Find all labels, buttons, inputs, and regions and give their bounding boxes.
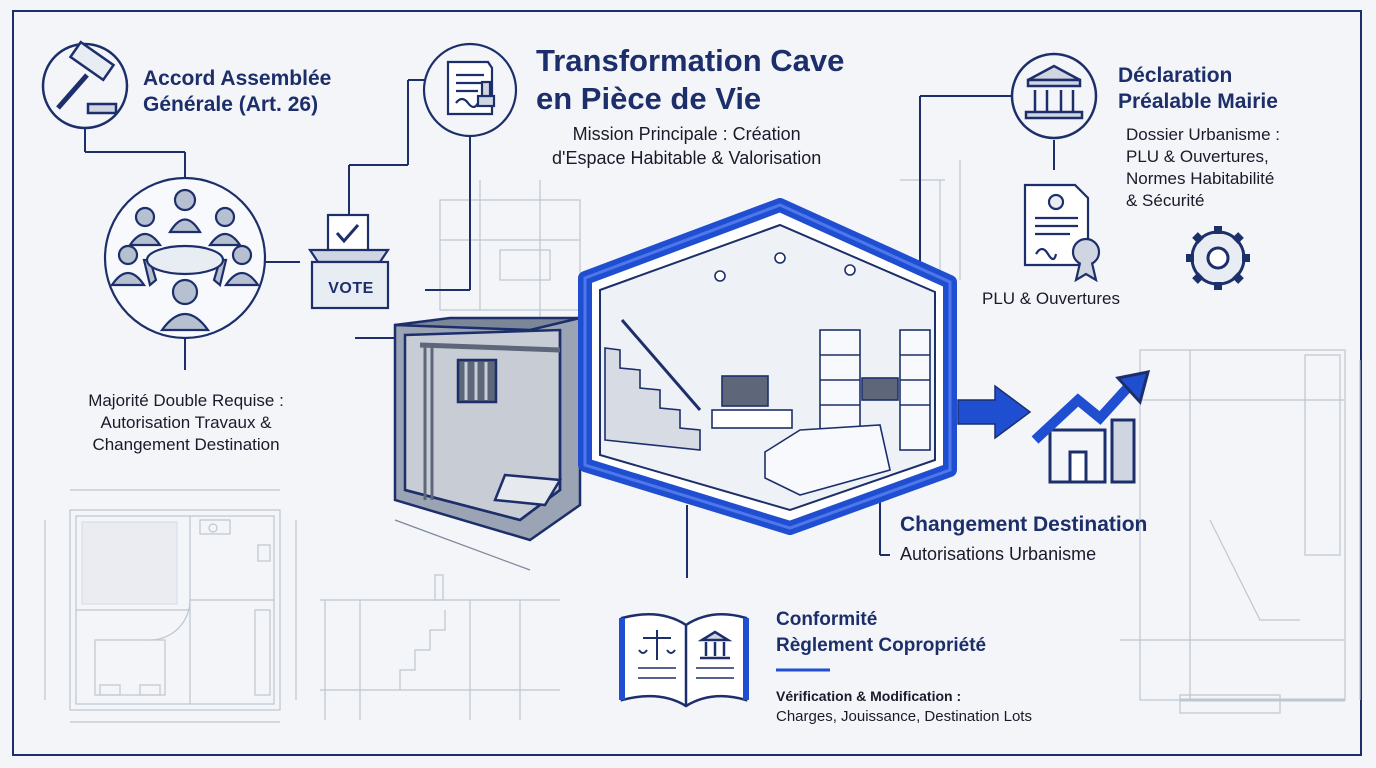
assembly-detail-line3: Changement Destination bbox=[92, 435, 280, 454]
page-title-line1: Transformation Cave bbox=[536, 43, 845, 78]
mairie-detail: Dossier Urbanisme : PLU & Ouvertures, No… bbox=[1126, 124, 1280, 212]
mairie-heading-line2: Préalable Mairie bbox=[1118, 90, 1278, 113]
mairie-detail-line4: & Sécurité bbox=[1126, 191, 1205, 210]
mairie-detail-line2: PLU & Ouvertures, bbox=[1126, 147, 1269, 166]
certificate-icon bbox=[1023, 183, 1101, 283]
assembly-heading-line1: Accord Assemblée bbox=[143, 67, 332, 90]
copro-heading-line2: Règlement Copropriété bbox=[776, 635, 987, 656]
mairie-detail-line3: Normes Habitabilité bbox=[1126, 169, 1275, 188]
copro-heading: Conformité Règlement Copropriété bbox=[776, 607, 986, 659]
page-title: Transformation Cave en Pièce de Vie bbox=[536, 42, 844, 118]
meeting-people-icon bbox=[103, 176, 267, 340]
subtitle-line1: Mission Principale : Création bbox=[572, 124, 801, 144]
copro-detail-heading: Vérification & Modification : bbox=[776, 688, 962, 704]
subtitle-line2: d'Espace Habitable & Valorisation bbox=[552, 148, 822, 168]
page-subtitle: Mission Principale : Création d'Espace H… bbox=[552, 122, 821, 170]
living-room-block bbox=[578, 198, 957, 535]
assembly-heading-line2: Générale (Art. 26) bbox=[143, 93, 319, 116]
assembly-heading: Accord Assemblée Générale (Art. 26) bbox=[143, 66, 331, 118]
gavel-icon bbox=[41, 40, 129, 130]
vote-label: VOTE bbox=[328, 280, 374, 297]
destination-detail: Autorisations Urbanisme bbox=[900, 544, 1097, 564]
mairie-detail-line1: Dossier Urbanisme : bbox=[1126, 125, 1280, 144]
house-growth-icon bbox=[1031, 370, 1151, 484]
assembly-detail-line1: Majorité Double Requise : bbox=[88, 391, 284, 410]
arrow-right-icon bbox=[957, 384, 1032, 440]
infographic-frame bbox=[12, 10, 1362, 756]
mairie-heading: Déclaration Préalable Mairie bbox=[1118, 63, 1278, 115]
mairie-heading-line1: Déclaration bbox=[1118, 64, 1233, 87]
destination-heading: Changement Destination bbox=[900, 513, 1148, 536]
copro-detail-body: Charges, Jouissance, Destination Lots bbox=[776, 708, 1032, 725]
gear-icon bbox=[1186, 226, 1250, 290]
town-hall-icon bbox=[1010, 52, 1098, 140]
assembly-detail-line2: Autorisation Travaux & bbox=[100, 413, 272, 432]
blueprint-background bbox=[44, 160, 1361, 723]
page-title-line2: en Pièce de Vie bbox=[536, 81, 762, 116]
document-stamp-icon bbox=[422, 42, 518, 138]
assembly-detail: Majorité Double Requise : Autorisation T… bbox=[60, 390, 312, 456]
basement-block bbox=[393, 316, 582, 571]
ballot-box-icon bbox=[307, 213, 391, 310]
copro-heading-line1: Conformité bbox=[776, 609, 878, 630]
open-book-icon bbox=[619, 613, 749, 708]
plu-label: PLU & Ouvertures bbox=[982, 289, 1120, 308]
